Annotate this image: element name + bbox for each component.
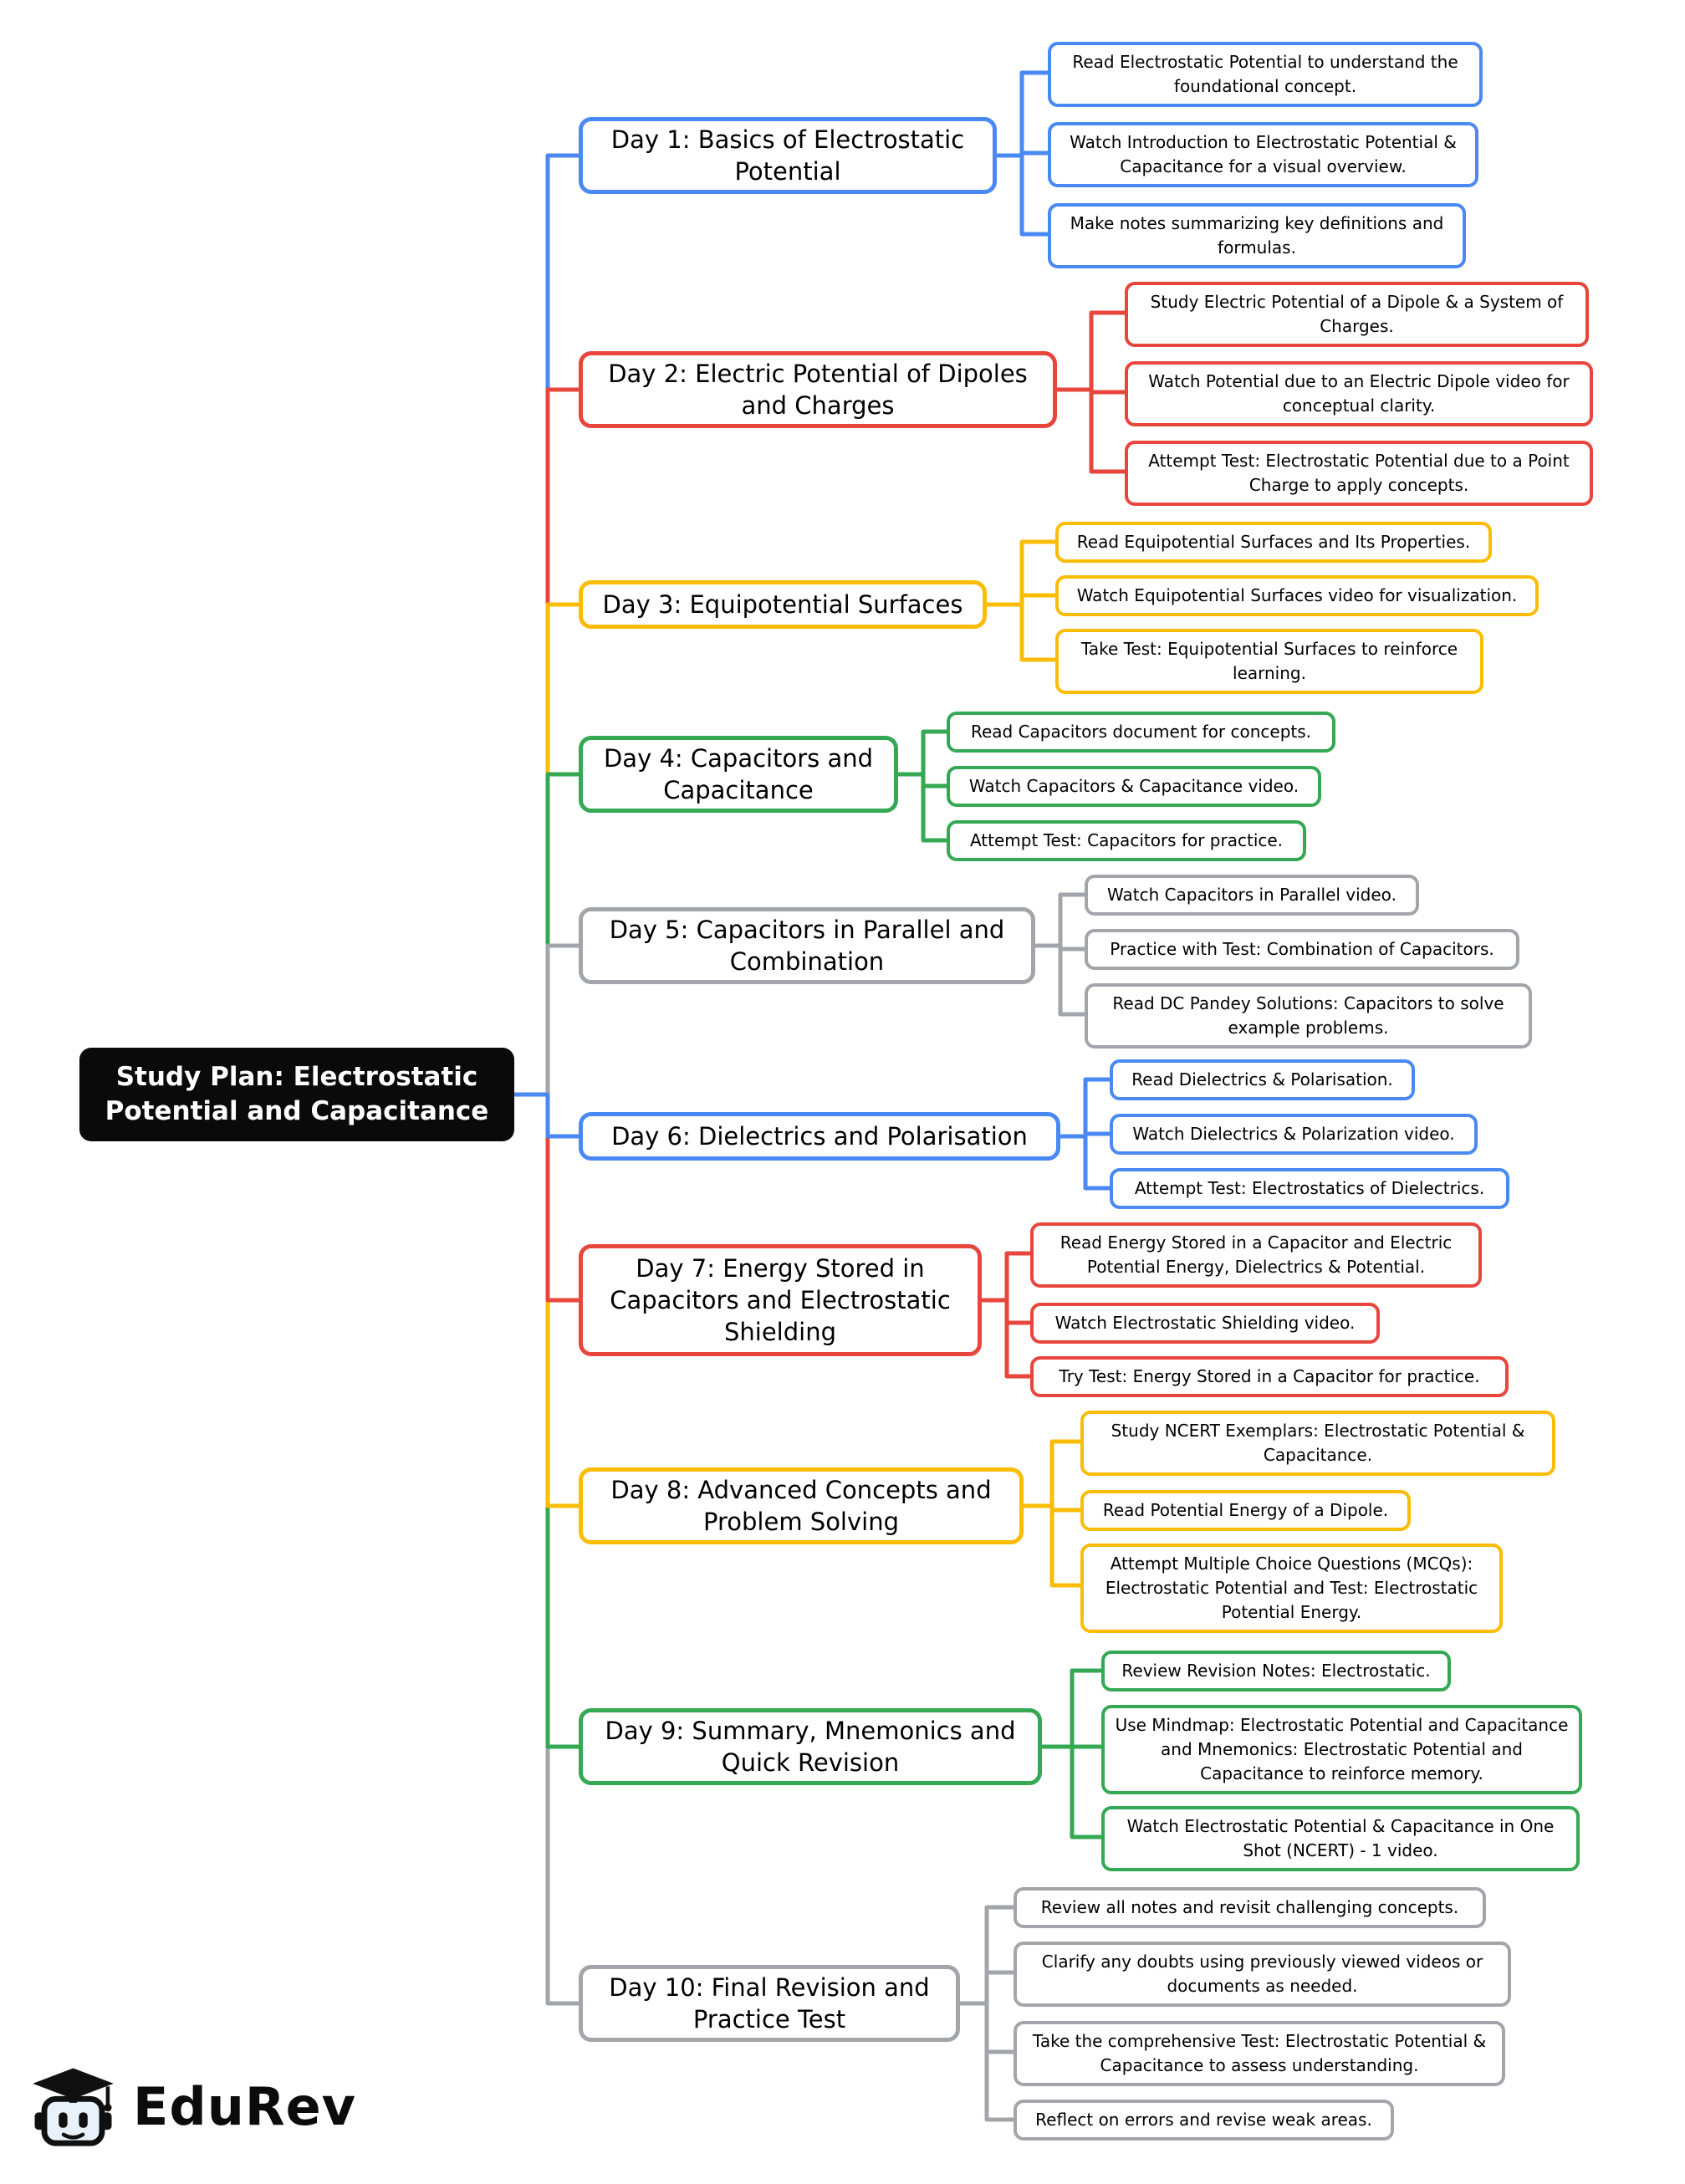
root-node: Study Plan: Electrostatic Potential and … xyxy=(79,1048,514,1141)
day-node-4: Day 4: Capacitors and Capacitance xyxy=(579,736,898,813)
connector-line xyxy=(1029,943,1090,1017)
day-node-9: Day 9: Summary, Mnemonics and Quick Revi… xyxy=(579,1708,1042,1785)
edurev-brand-name: EduRev xyxy=(133,2076,357,2137)
task-node-6-1: Read Dielectrics & Polarisation. xyxy=(1110,1059,1415,1100)
connector-line xyxy=(505,1092,584,1303)
task-node-4-1: Read Capacitors document for concepts. xyxy=(947,712,1335,753)
task-node-10-4: Reflect on errors and revise weak areas. xyxy=(1014,2100,1394,2141)
task-node-9-1: Review Revision Notes: Electrostatic. xyxy=(1101,1651,1451,1692)
task-node-6-3: Attempt Test: Electrostatics of Dielectr… xyxy=(1110,1168,1509,1209)
task-node-7-3: Try Test: Energy Stored in a Capacitor f… xyxy=(1030,1356,1509,1397)
task-node-8-3: Attempt Multiple Choice Questions (MCQs)… xyxy=(1080,1544,1503,1633)
connector-line xyxy=(991,70,1053,158)
connector-line xyxy=(991,153,1053,237)
day-node-5: Day 5: Capacitors in Parallel and Combin… xyxy=(579,907,1035,984)
connector-line xyxy=(1018,1503,1085,1588)
connector-line xyxy=(954,2001,1019,2122)
task-node-3-1: Read Equipotential Surfaces and Its Prop… xyxy=(1055,522,1492,563)
connector-line xyxy=(1018,1439,1085,1508)
task-node-4-3: Attempt Test: Capacitors for practice. xyxy=(947,820,1306,861)
task-node-2-1: Study Electric Potential of a Dipole & a… xyxy=(1125,282,1589,347)
connector-line xyxy=(505,387,584,1097)
connector-line xyxy=(505,1092,584,1749)
connector-line xyxy=(1054,1134,1115,1191)
task-node-9-2: Use Mindmap: Electrostatic Potential and… xyxy=(1101,1705,1582,1794)
connector-line xyxy=(954,1970,1019,2006)
connector-line xyxy=(505,772,584,1097)
day-node-10: Day 10: Final Revision and Practice Test xyxy=(579,1965,960,2042)
connector-line xyxy=(892,772,952,843)
edurev-logo-icon xyxy=(33,2068,114,2146)
connector-line xyxy=(505,602,584,1097)
task-node-2-2: Watch Potential due to an Electric Dipol… xyxy=(1125,361,1593,426)
task-node-1-2: Watch Introduction to Electrostatic Pote… xyxy=(1048,122,1478,187)
task-node-7-1: Read Energy Stored in a Capacitor and El… xyxy=(1030,1222,1482,1288)
day-node-3: Day 3: Equipotential Surfaces xyxy=(579,580,987,629)
task-node-8-2: Read Potential Energy of a Dipole. xyxy=(1080,1490,1411,1531)
connector-line xyxy=(505,943,584,1097)
connector-line xyxy=(1051,387,1130,474)
connector-line xyxy=(981,602,1060,662)
connector-line xyxy=(976,1251,1035,1303)
task-node-10-3: Take the comprehensive Test: Electrostat… xyxy=(1014,2021,1505,2086)
task-node-5-2: Practice with Test: Combination of Capac… xyxy=(1085,929,1519,970)
task-node-1-1: Read Electrostatic Potential to understa… xyxy=(1048,42,1483,107)
task-node-2-3: Attempt Test: Electrostatic Potential du… xyxy=(1125,441,1593,506)
task-node-10-2: Clarify any doubts using previously view… xyxy=(1014,1942,1511,2007)
task-node-5-1: Watch Capacitors in Parallel video. xyxy=(1085,875,1419,916)
connector-line xyxy=(1051,310,1130,392)
task-node-9-3: Watch Electrostatic Potential & Capacita… xyxy=(1101,1806,1580,1871)
task-node-3-3: Take Test: Equipotential Surfaces to rei… xyxy=(1055,629,1483,694)
task-node-5-3: Read DC Pandey Solutions: Capacitors to … xyxy=(1085,983,1532,1049)
day-node-1: Day 1: Basics of Electrostatic Potential xyxy=(579,117,997,194)
day-node-2: Day 2: Electric Potential of Dipoles and… xyxy=(579,351,1057,428)
connector-line xyxy=(1036,1744,1106,1840)
task-node-1-3: Make notes summarizing key definitions a… xyxy=(1048,203,1466,268)
task-node-10-1: Review all notes and revisit challenging… xyxy=(1014,1887,1486,1928)
connector-line xyxy=(976,1298,1035,1379)
day-node-8: Day 8: Advanced Concepts and Problem Sol… xyxy=(579,1467,1024,1544)
connector-line xyxy=(1029,892,1090,948)
task-node-7-2: Watch Electrostatic Shielding video. xyxy=(1030,1303,1380,1344)
edurev-logo: EduRev xyxy=(25,2059,356,2155)
task-node-4-2: Watch Capacitors & Capacitance video. xyxy=(947,766,1321,807)
connector-line xyxy=(1036,1668,1106,1749)
connector-line xyxy=(505,153,584,1097)
task-node-6-2: Watch Dielectrics & Polarization video. xyxy=(1110,1114,1478,1155)
connector-line xyxy=(505,1092,584,1139)
task-node-3-2: Watch Equipotential Surfaces video for v… xyxy=(1055,575,1539,616)
day-node-7: Day 7: Energy Stored in Capacitors and E… xyxy=(579,1244,982,1356)
connector-line xyxy=(505,1092,584,2006)
connector-line xyxy=(892,729,952,777)
task-node-8-1: Study NCERT Exemplars: Electrostatic Pot… xyxy=(1080,1411,1555,1476)
connector-line xyxy=(1054,1077,1115,1139)
day-node-6: Day 6: Dielectrics and Polarisation xyxy=(579,1112,1060,1161)
